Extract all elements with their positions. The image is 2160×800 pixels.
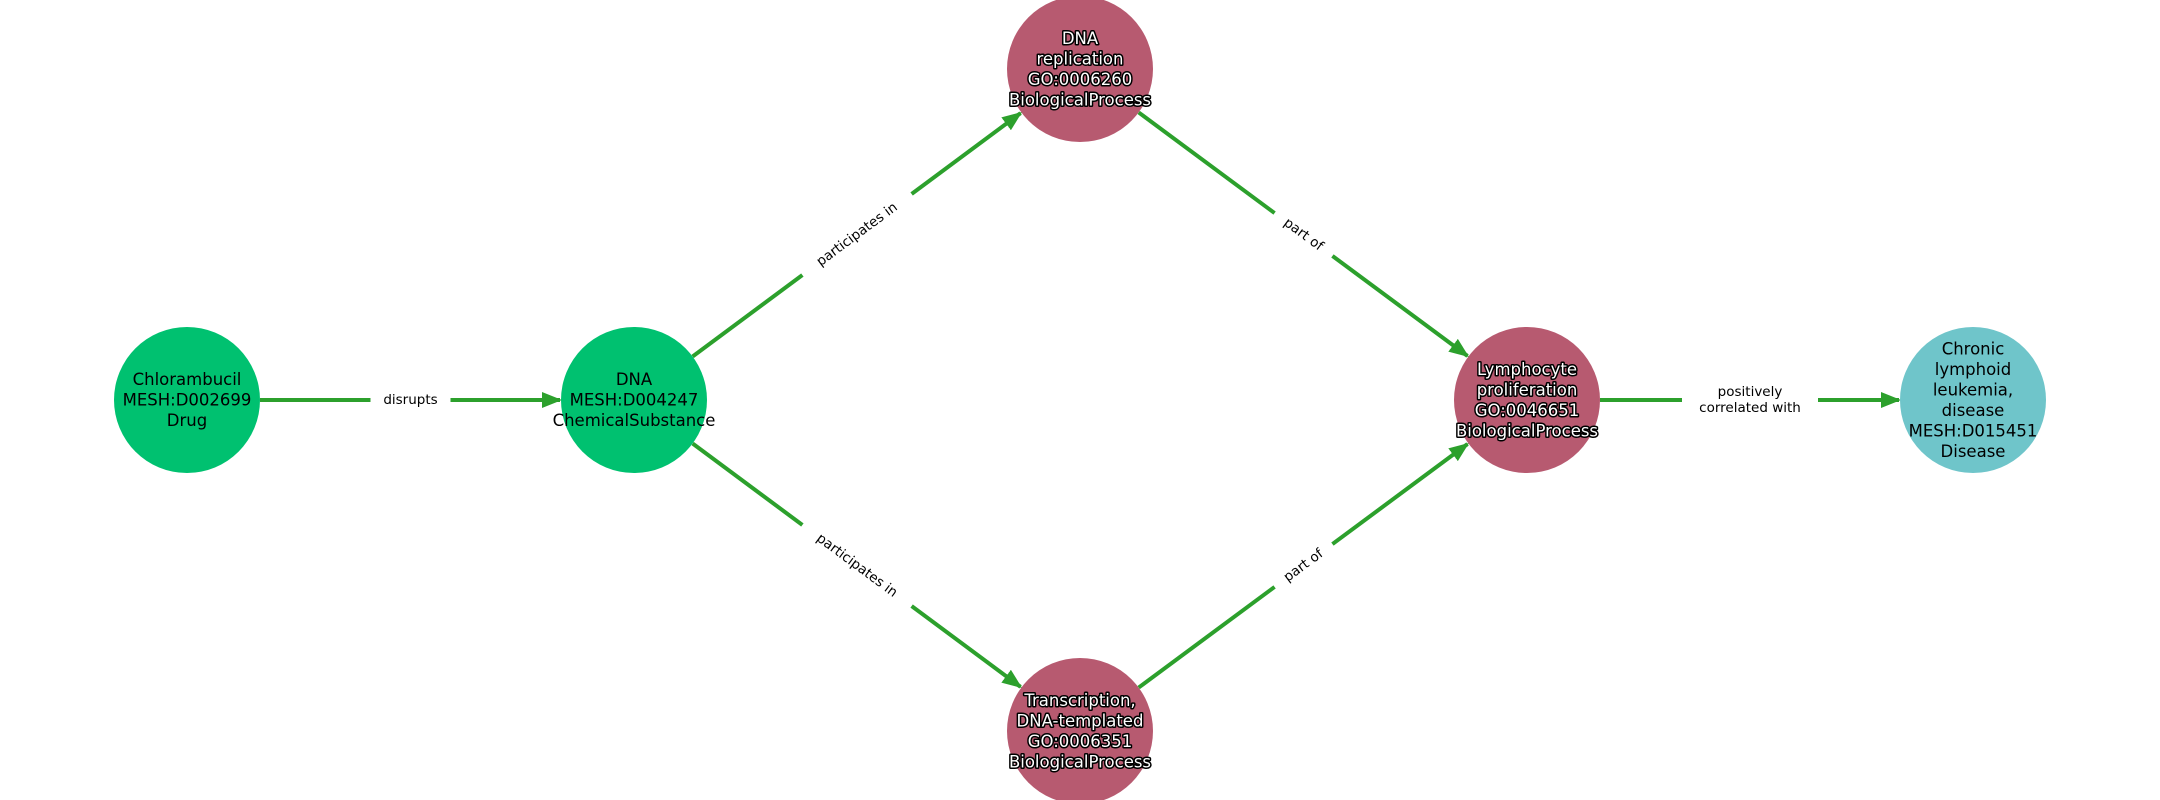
node-dna-replication[interactable]: DNAreplicationGO:0006260BiologicalProces… bbox=[1007, 0, 1153, 142]
node-circle[interactable] bbox=[1900, 327, 2046, 473]
node-label-line: MESH:D015451 bbox=[1909, 421, 2038, 440]
node-label-line: Drug bbox=[167, 411, 207, 430]
edge-label: disrupts bbox=[370, 389, 451, 411]
node-label-line: MESH:D004247 bbox=[570, 391, 699, 410]
edge-label-background bbox=[795, 516, 919, 615]
node-label-line: DNA bbox=[1062, 29, 1099, 48]
node-label-line: BiologicalProcess bbox=[1009, 90, 1151, 109]
edge-label: part of bbox=[1268, 535, 1339, 596]
node-circle[interactable] bbox=[1007, 658, 1153, 800]
node-label-line: MESH:D002699 bbox=[123, 391, 252, 410]
node-label-line: Lymphocyte bbox=[1477, 360, 1577, 379]
edge-label-text: participates in bbox=[813, 199, 900, 269]
node-circle[interactable] bbox=[561, 327, 707, 473]
node-label-line: GO:0006351 bbox=[1028, 732, 1133, 751]
edge-label: part of bbox=[1268, 204, 1339, 265]
node-label-line: ChemicalSubstance bbox=[553, 411, 716, 430]
node-label-line: replication bbox=[1036, 49, 1123, 68]
node-label-line: Disease bbox=[1941, 442, 2006, 461]
edge-label-text: disrupts bbox=[383, 392, 437, 408]
edge-label-text: correlated with bbox=[1699, 400, 1801, 416]
node-label-line: DNA-templated bbox=[1017, 711, 1144, 730]
edge-label: participates in bbox=[795, 185, 919, 284]
node-label-line: DNA bbox=[616, 370, 653, 389]
edge-label-background bbox=[795, 185, 919, 284]
node-label-line: Transcription, bbox=[1023, 691, 1135, 710]
node-label-line: proliferation bbox=[1477, 380, 1578, 399]
edge-label-text: positively bbox=[1718, 384, 1783, 400]
edge-label-background bbox=[370, 389, 451, 411]
node-circle[interactable] bbox=[1454, 327, 1600, 473]
edge-labels: disrupts participates in participates in pa… bbox=[370, 185, 1818, 615]
edge-label-background bbox=[1268, 535, 1339, 596]
edge-label-background bbox=[1268, 204, 1339, 265]
node-label-line: GO:0006260 bbox=[1028, 70, 1133, 89]
edge-label: participates in bbox=[795, 516, 919, 615]
node-transcription[interactable]: Transcription,DNA-templatedGO:0006351Bio… bbox=[1007, 658, 1153, 800]
edges bbox=[260, 110, 1901, 690]
node-label-line: leukemia, bbox=[1933, 380, 2013, 399]
node-lymphocyte-proliferation[interactable]: LymphocyteproliferationGO:0046651Biologi… bbox=[1454, 327, 1600, 473]
node-label-line: disease bbox=[1942, 401, 2005, 420]
node-circle[interactable] bbox=[114, 327, 260, 473]
node-label-line: GO:0046651 bbox=[1475, 401, 1580, 420]
node-label-line: BiologicalProcess bbox=[1009, 752, 1151, 771]
node-circle[interactable] bbox=[1007, 0, 1153, 142]
edge-label-background bbox=[1682, 381, 1818, 419]
node-label-line: BiologicalProcess bbox=[1456, 421, 1598, 440]
node-label-line: Chronic bbox=[1942, 339, 2005, 358]
edge-label-text: participates in bbox=[813, 530, 900, 600]
node-label-line: lymphoid bbox=[1935, 360, 2012, 379]
node-label-line: Chlorambucil bbox=[133, 370, 242, 389]
